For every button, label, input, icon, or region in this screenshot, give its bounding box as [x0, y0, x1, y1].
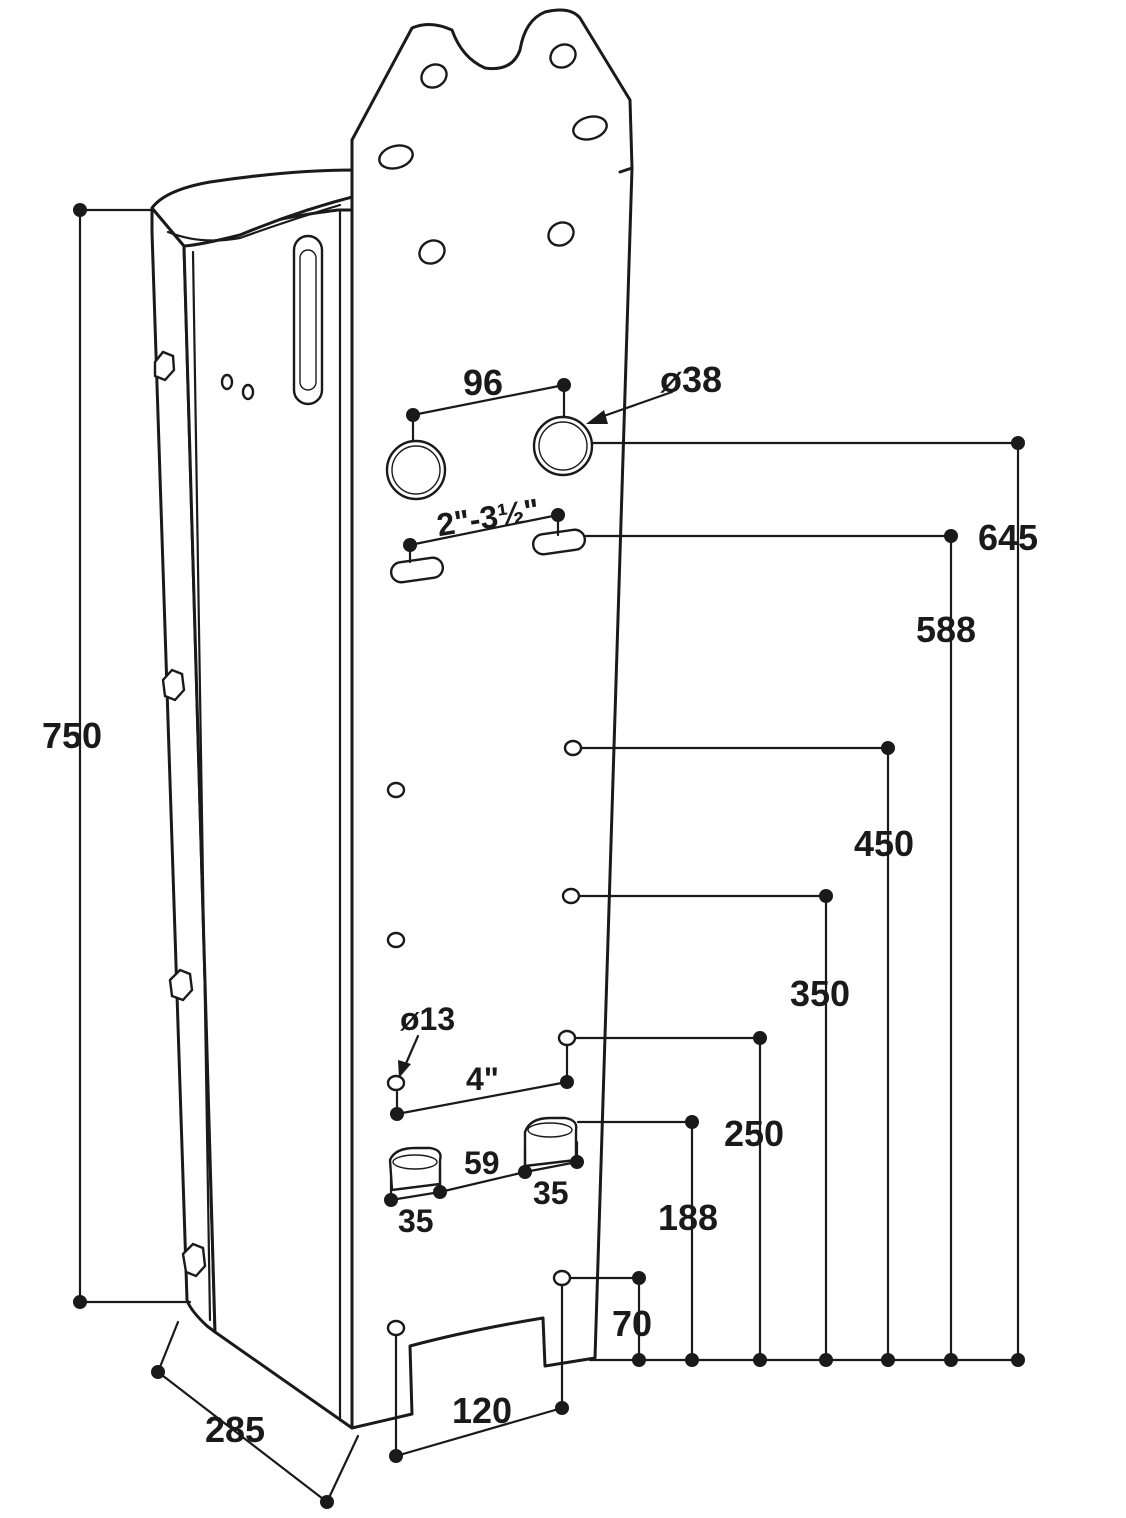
flange-inner-edge — [191, 250, 212, 1322]
dim-label-4-inch: 4" — [466, 1061, 499, 1097]
front-panel — [350, 8, 634, 1430]
large-holes — [385, 415, 594, 501]
dim-350: 350 — [577, 889, 850, 1367]
dim-label-o38: ø38 — [660, 359, 722, 400]
dim-96: 96 — [406, 362, 571, 443]
dim-label-250: 250 — [724, 1113, 784, 1154]
dim-4-inch: 4" — [390, 1044, 574, 1121]
dim-188: 188 — [576, 1115, 718, 1367]
dim-label-588: 588 — [916, 609, 976, 650]
dim-588: 588 — [584, 529, 976, 1367]
dim-label-188: 188 — [658, 1197, 718, 1238]
dim-645: 645 — [590, 436, 1038, 1367]
lip-inner-edge — [166, 203, 342, 242]
dim-lower-slots: 59 35 35 — [384, 1140, 584, 1239]
upper-mount-holes — [378, 43, 608, 265]
left-flange — [150, 206, 217, 1334]
dim-250: 250 — [573, 1031, 784, 1367]
dim-285: 285 — [151, 1320, 360, 1509]
flange-bolts — [153, 350, 207, 1278]
dim-label-350: 350 — [790, 973, 850, 1014]
dim-label-450: 450 — [854, 823, 914, 864]
dim-label-o13: ø13 — [400, 1001, 455, 1037]
dim-450: 450 — [579, 741, 914, 1367]
dim-o38: ø38 — [586, 359, 722, 424]
upper-slots — [389, 528, 587, 584]
dim-label-750: 750 — [42, 715, 102, 756]
side-panel-features — [220, 234, 324, 406]
dim-120: 120 — [389, 1284, 569, 1463]
dim-label-96: 96 — [463, 362, 503, 403]
dim-label-120: 120 — [452, 1390, 512, 1431]
dim-70: 70 — [568, 1271, 652, 1367]
dim-label-59: 59 — [464, 1145, 500, 1181]
dim-label-35-left: 35 — [398, 1203, 434, 1239]
lower-slots — [388, 1116, 578, 1192]
dim-o13: ø13 — [398, 1001, 455, 1078]
dim-label-35-right: 35 — [533, 1175, 569, 1211]
dim-label-70: 70 — [612, 1303, 652, 1344]
dim-label-645: 645 — [978, 517, 1038, 558]
dim-label-285: 285 — [205, 1409, 265, 1450]
dim-750: 750 — [42, 203, 192, 1309]
